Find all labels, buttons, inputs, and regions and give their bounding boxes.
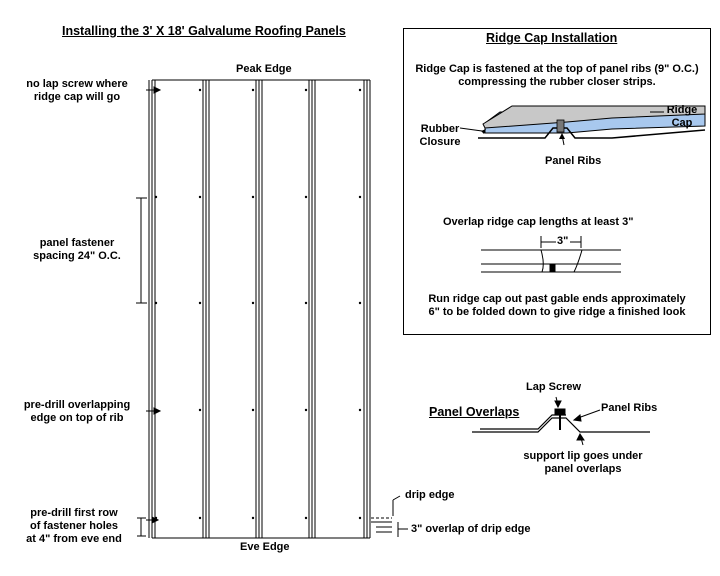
drip-edge bbox=[371, 495, 408, 537]
panel-overlap-section bbox=[472, 396, 650, 446]
ridge-cap-title: Ridge Cap Installation bbox=[486, 31, 618, 45]
fastener-dot bbox=[154, 195, 158, 199]
fastener-dot bbox=[304, 195, 308, 199]
first-row-bracket bbox=[137, 517, 146, 537]
overlap-dimension: 3" bbox=[557, 235, 569, 247]
panel-rib bbox=[478, 127, 706, 139]
ridge-cap-box bbox=[403, 28, 711, 335]
gable-text: Run ridge cap out past gable ends approx… bbox=[428, 293, 686, 318]
peak-edge-label: Peak Edge bbox=[236, 63, 292, 75]
fastener-dot bbox=[358, 516, 362, 520]
fastener-dot bbox=[251, 516, 255, 520]
fastener-dot bbox=[251, 195, 255, 199]
eve-edge-label: Eve Edge bbox=[240, 541, 290, 553]
fastener-dot bbox=[251, 408, 255, 412]
panel-overlaps-title: Panel Overlaps bbox=[429, 405, 520, 419]
fastener-dot bbox=[304, 516, 308, 520]
fastener-dot bbox=[251, 88, 255, 92]
overlap-text: Overlap ridge cap lengths at least 3" bbox=[443, 216, 634, 228]
fastener-dot bbox=[198, 301, 202, 305]
fastener-spacing-bracket bbox=[136, 197, 147, 304]
lap-screw-label: Lap Screw bbox=[526, 381, 582, 393]
ridge-cap-description: Ridge Cap is fastened at the top of pane… bbox=[415, 63, 699, 88]
overlap-panel-ribs-label: Panel Ribs bbox=[601, 402, 658, 414]
fastener-dot bbox=[358, 408, 362, 412]
fastener-dot bbox=[304, 88, 308, 92]
ridge-screw bbox=[556, 119, 565, 133]
ridge-overlap-section bbox=[481, 236, 621, 273]
page-title: Installing the 3' X 18' Galvalume Roofin… bbox=[62, 24, 346, 38]
drip-overlap-label: 3" overlap of drip edge bbox=[411, 523, 531, 535]
fastener-dot bbox=[198, 195, 202, 199]
fastener-dot bbox=[154, 301, 158, 305]
drip-edge-label: drip edge bbox=[405, 489, 455, 501]
note-arrow bbox=[146, 86, 162, 524]
fastener-dot bbox=[358, 195, 362, 199]
fastener-dot bbox=[198, 408, 202, 412]
fastener-dot bbox=[198, 88, 202, 92]
ridge-panel-ribs-label: Panel Ribs bbox=[545, 155, 602, 167]
fastener-dot bbox=[304, 408, 308, 412]
fastener-dot bbox=[358, 301, 362, 305]
fastener-dot bbox=[198, 516, 202, 520]
ridge-cap-panel bbox=[482, 105, 706, 129]
fastener-dot bbox=[304, 301, 308, 305]
fastener-dot bbox=[358, 88, 362, 92]
fastener-dot bbox=[251, 301, 255, 305]
ridge-cap-section bbox=[459, 105, 706, 146]
